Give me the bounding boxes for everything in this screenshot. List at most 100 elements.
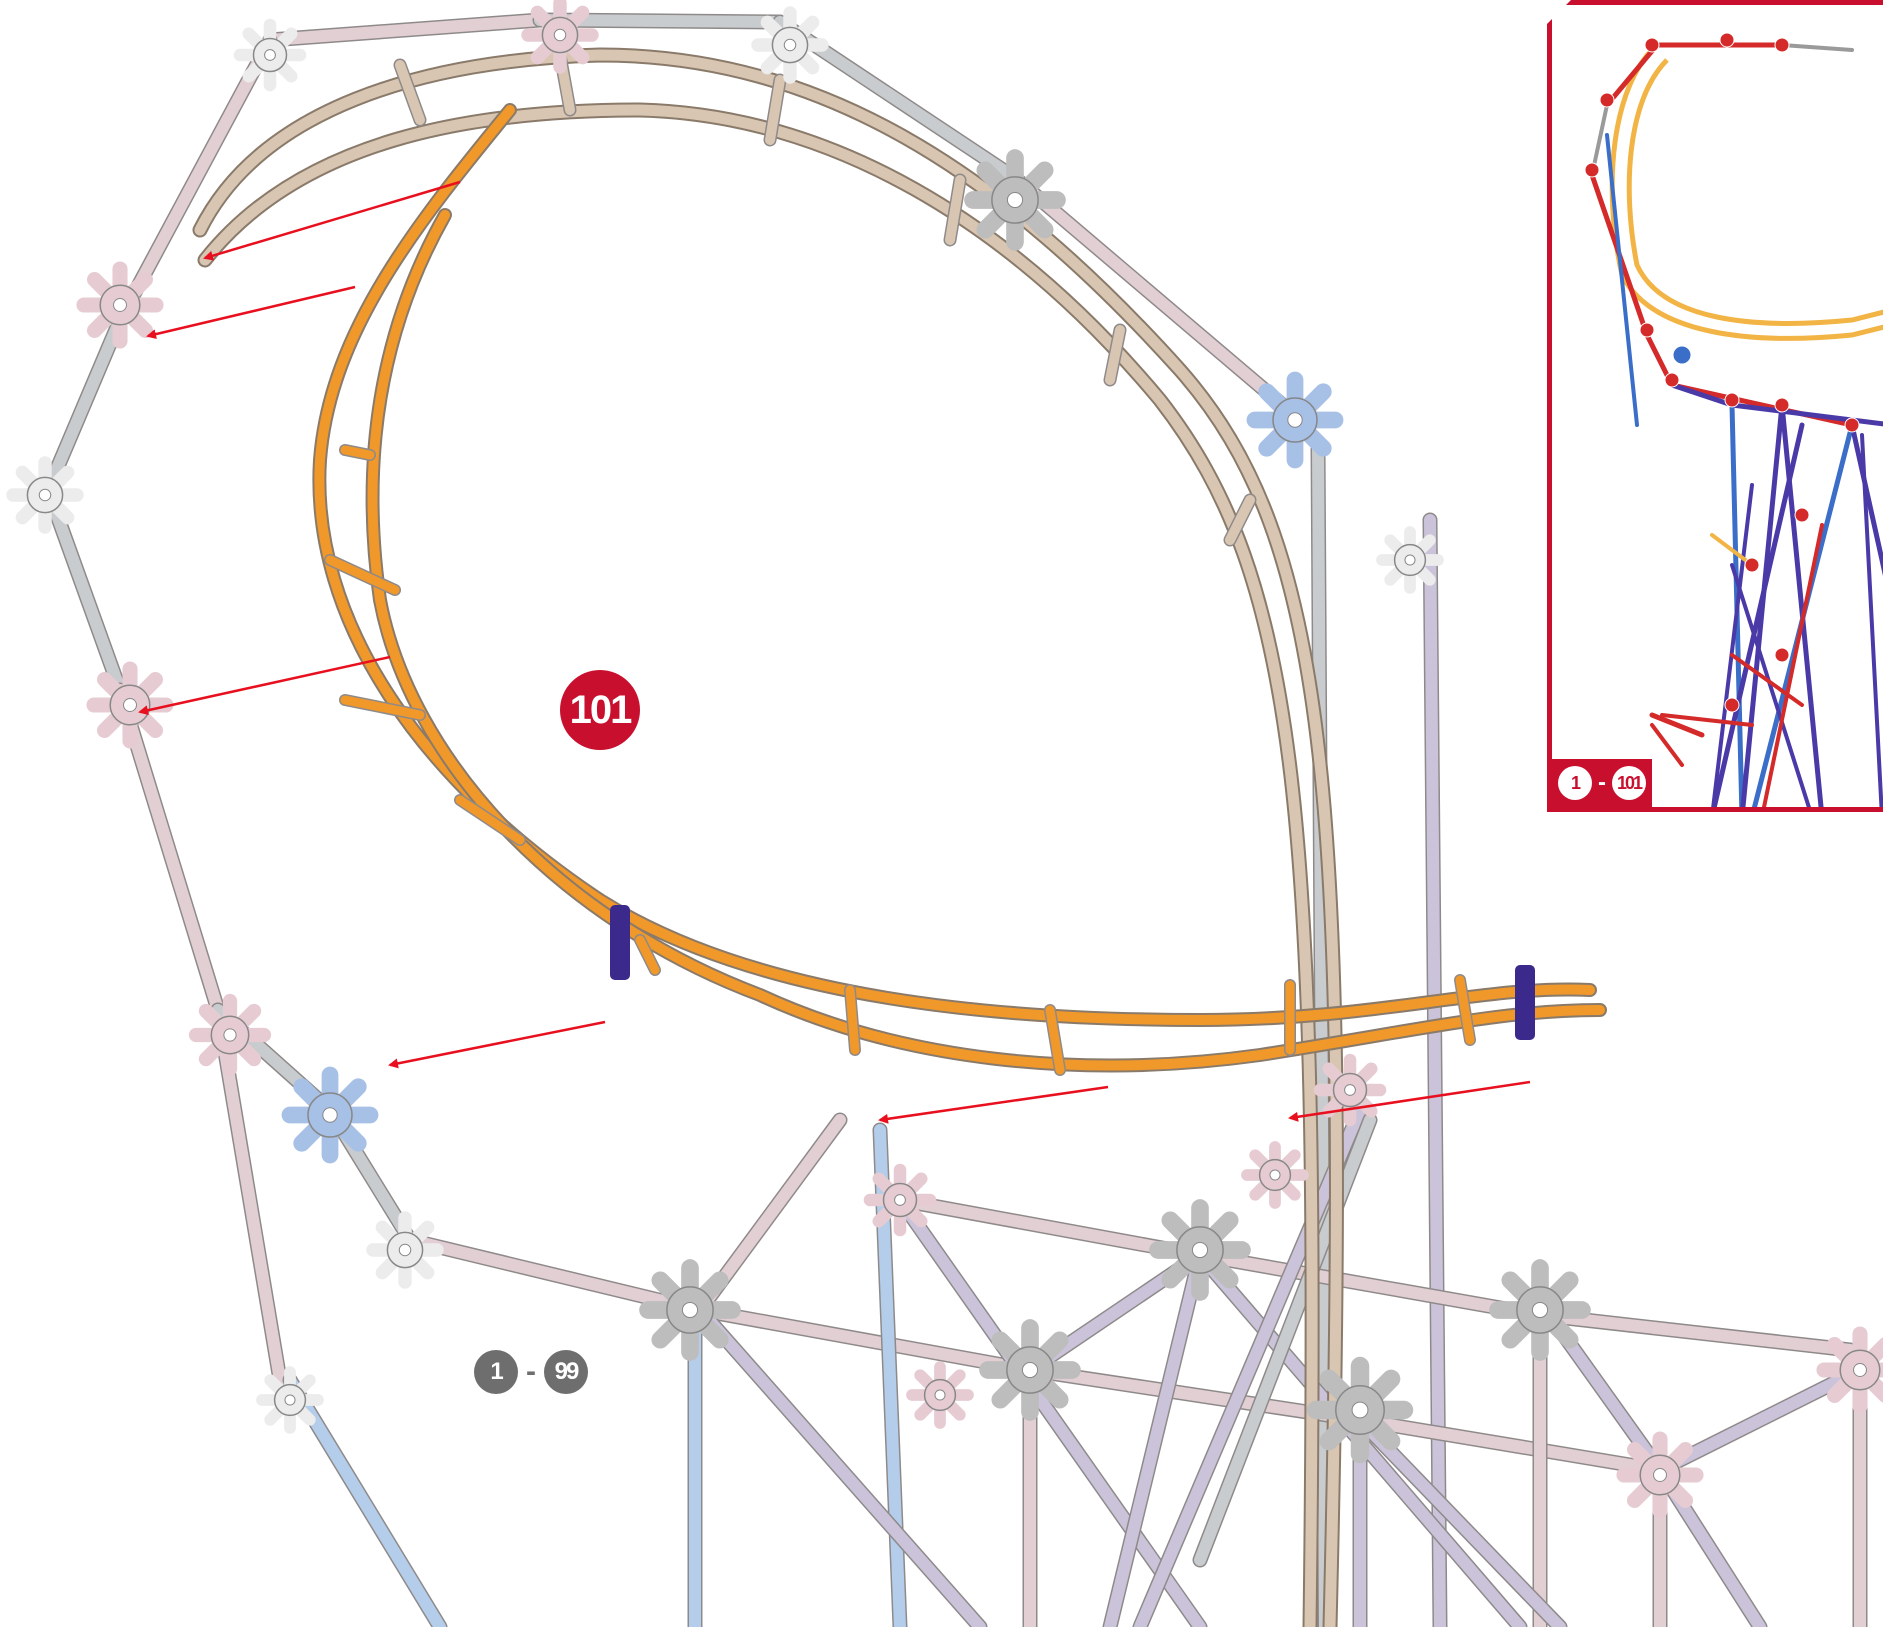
track-clip-icon	[1515, 965, 1535, 1040]
inset-hub-icon	[1774, 647, 1790, 663]
connector-hub-icon	[751, 6, 829, 84]
inset-rod	[1649, 712, 1705, 738]
inset-hub-icon	[1744, 557, 1760, 573]
new-rail-outer	[314, 105, 1595, 1026]
inset-rod	[1604, 42, 1660, 108]
hub-hole	[1351, 1401, 1369, 1419]
attach-arrow-icon	[878, 1085, 1109, 1124]
connector-hub-icon	[188, 993, 272, 1077]
rod	[694, 1304, 986, 1627]
inset-rod	[1730, 653, 1804, 707]
inset-rod	[1739, 402, 1785, 807]
inset-hub-icon	[1724, 392, 1740, 408]
hub-hole	[934, 1389, 946, 1401]
inset-hub-icon	[1664, 372, 1680, 388]
hub-hole	[1653, 1468, 1667, 1482]
inset-rod	[1669, 382, 1735, 408]
rod	[894, 1194, 1206, 1261]
connector-hub-icon	[1816, 1326, 1883, 1414]
attach-arrow-icon	[1288, 1080, 1531, 1122]
hub-hole	[894, 1194, 906, 1206]
connector-hub-icon	[979, 1319, 1081, 1421]
connector-hub-icon	[281, 1066, 379, 1164]
connector-hub-icon	[366, 1211, 444, 1289]
inset-loop-rail	[1626, 58, 1883, 326]
inset-rod	[1849, 422, 1883, 608]
hub-hole	[1006, 191, 1024, 209]
inset-hub-icon	[1639, 322, 1655, 338]
connector-hub-icon	[863, 1163, 937, 1237]
inset-range-end-badge: 101	[1612, 766, 1646, 800]
inset-range-label: 1 - 101	[1552, 759, 1652, 807]
hub-hole	[398, 1243, 412, 1257]
inset-hub-icon	[1672, 345, 1692, 365]
inset-rod	[1860, 433, 1883, 807]
hub-hole	[1269, 1169, 1281, 1181]
step-number: 101	[569, 687, 633, 732]
rod	[1654, 1364, 1866, 1476]
rod	[1312, 439, 1331, 1627]
rod	[635, 935, 660, 975]
hub-hole	[1853, 1363, 1867, 1377]
connector-hub-icon	[86, 661, 174, 749]
inset-range-dash: -	[1598, 769, 1606, 796]
attach-arrow-icon	[146, 285, 356, 340]
connector-hub-icon	[6, 456, 84, 534]
rod	[455, 795, 525, 845]
rod	[42, 484, 126, 696]
new-rail-inner-outline	[365, 208, 1607, 1073]
rod	[340, 445, 375, 460]
range-start-badge: 1	[474, 1350, 518, 1394]
track-rail-inner	[199, 104, 1318, 1627]
connector-hubs	[6, 0, 1883, 1519]
existing-track	[192, 47, 1344, 1627]
connector-hub-icon	[76, 261, 164, 349]
track-rail-outer	[194, 49, 1342, 1627]
hub-hole	[1344, 1084, 1356, 1096]
connector-hub-icon	[1149, 1199, 1251, 1301]
connector-hub-icon	[1306, 1356, 1414, 1464]
range-dash: -	[526, 1355, 536, 1388]
rod	[395, 60, 425, 125]
inset-rod	[1709, 422, 1805, 807]
hub-hole	[264, 49, 276, 61]
new-track-piece	[312, 103, 1607, 1076]
inset-rod	[1660, 713, 1754, 727]
inset-hub-icon	[1724, 697, 1740, 713]
inset-rod	[1605, 133, 1639, 427]
rod	[325, 555, 400, 595]
step-number-badge: 101	[560, 670, 640, 750]
hub-hole	[1191, 1241, 1209, 1259]
inset-rod	[1710, 483, 1754, 807]
attach-arrows	[138, 180, 1531, 1124]
hub-hole	[1021, 1361, 1039, 1379]
rod	[1225, 495, 1255, 545]
hub-hole	[681, 1301, 699, 1319]
hub-hole	[322, 1107, 338, 1123]
attach-arrow-icon	[138, 655, 391, 716]
inset-hub-icon	[1584, 162, 1600, 178]
inset-hub-icon	[1844, 417, 1860, 433]
rod	[894, 1194, 1206, 1627]
rod	[765, 75, 785, 145]
inset-hub-icon	[1774, 37, 1790, 53]
connector-hub-icon	[964, 149, 1066, 251]
new-rail-inner	[367, 210, 1605, 1071]
connector-hub-icon	[521, 0, 599, 74]
inset-rod	[1729, 402, 1883, 428]
inset-hub-icon	[1794, 507, 1810, 523]
overview-inset: 1 - 101	[1547, 0, 1883, 812]
rod	[1104, 1249, 1206, 1627]
connector-hub-icon	[1241, 1141, 1309, 1209]
rod	[340, 695, 425, 720]
inset-hub-icon	[1644, 37, 1660, 53]
overview-model	[1584, 32, 1883, 807]
hub-hole	[1531, 1301, 1549, 1319]
connector-hub-icon	[256, 1366, 324, 1434]
inset-range-start-badge: 1	[1558, 766, 1592, 800]
inset-rod	[1710, 533, 1754, 567]
rod	[1424, 514, 1446, 1627]
rod	[1534, 1309, 1856, 1356]
hub-hole	[1404, 554, 1416, 566]
inset-range-end: 101	[1616, 772, 1643, 793]
